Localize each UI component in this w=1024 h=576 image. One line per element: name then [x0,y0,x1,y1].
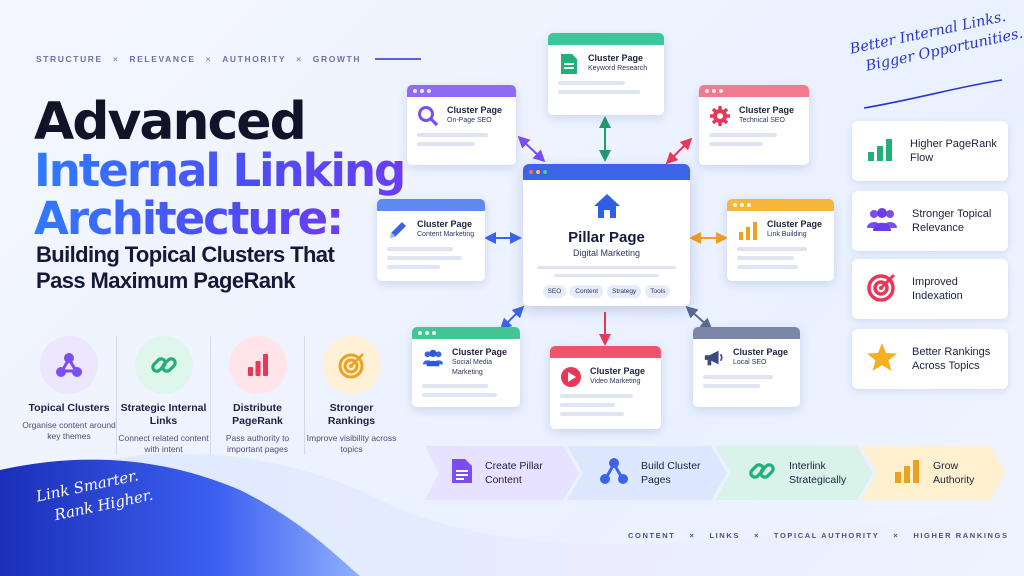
chip: Tools [645,285,671,298]
target-icon [866,272,898,307]
bar-chart-icon [737,219,759,241]
link-icon [747,456,777,491]
tagline-item: AUTHORITY [222,54,287,64]
feature-title: Strategic Internal Links [120,402,207,427]
tagline: STRUCTURE× RELEVANCE× AUTHORITY× GROWTH [36,54,422,64]
pillar-page-card: Pillar Page Digital Marketing SEO Conten… [523,164,690,306]
footer-tagline: CONTENT× LINKS× TOPICAL AUTHORITY× HIGHE… [628,531,1009,540]
gear-icon [709,105,731,127]
megaphone-icon [703,347,725,369]
bar-chart-icon [866,136,896,167]
search-icon [417,105,439,127]
pillar-chips: SEO Content Strategy Tools [523,285,690,298]
pillar-title: Pillar Page [568,229,645,246]
benefit-topical-relevance: Stronger Topical Relevance [852,191,1008,251]
users-icon [422,347,444,369]
benefit-text: Higher PageRank Flow [910,138,997,164]
process-steps: Create Pillar Content Build Cluster Page… [425,446,1005,500]
step-create-pillar: Create Pillar Content [425,446,557,500]
benefit-indexation: Improved Indexation [852,259,1008,319]
step-arrows [425,446,1005,500]
benefit-text: Improved Indexation [912,276,963,302]
feature-title: Stronger Rankings [327,402,376,427]
feature-desc: Organise content around key themes [22,420,116,441]
feature-desc: Pass authority to important pages [225,433,290,454]
step-build-clusters: Build Cluster Pages [573,446,711,500]
feature-desc: Connect related content with intent [118,433,209,454]
feature-title: Distribute PageRank [232,402,283,427]
background-wave [0,453,1024,576]
benefit-text: Stronger Topical Relevance [912,208,992,234]
feature-distribute-pagerank: Distribute PageRank Pass authority to im… [210,336,304,455]
step-text: Grow Authority [933,460,975,486]
step-interlink: Interlink Strategically [721,446,863,500]
star-icon [866,342,898,377]
document-icon [558,53,580,75]
pillar-subtitle: Digital Marketing [572,248,641,258]
benefit-rankings: Better Rankings Across Topics [852,329,1008,389]
bar-chart-icon [893,458,921,489]
link-icon [134,336,193,394]
title-line-1: Advanced [34,92,307,152]
title-line-3: Architecture: [34,192,344,245]
footer-item: CONTENT [628,531,676,540]
home-icon [523,192,690,225]
cluster-icon [40,336,98,394]
step-grow-authority: Grow Authority [867,446,993,500]
step-text: Create Pillar Content [485,460,543,486]
step-text: Interlink Strategically [789,460,847,486]
handwritten-underline [863,79,1003,109]
chip: Strategy [607,285,642,298]
users-icon [866,206,898,237]
footer-item: TOPICAL AUTHORITY [773,531,880,540]
subtitle: Building Topical Clusters That Pass Maxi… [36,242,335,293]
step-text: Build Cluster Pages [641,460,701,486]
tagline-item: RELEVANCE [129,54,196,64]
feature-desc: Improve visibility across topics [306,433,397,454]
tagline-item: STRUCTURE [36,54,103,64]
chip: SEO [542,285,567,298]
feature-stronger-rankings: Stronger Rankings Improve visibility acr… [304,336,398,455]
document-icon [451,458,473,489]
bar-chart-icon [228,336,287,394]
chip: Content [570,285,604,298]
title-line-2: Internal Linking [34,144,406,197]
feature-strategic-links: Strategic Internal Links Connect related… [116,336,210,455]
target-icon [322,336,381,394]
play-icon [560,366,582,388]
feature-list: Topical Clusters Organise content around… [22,336,398,455]
feature-topical-clusters: Topical Clusters Organise content around… [22,336,116,455]
tagline-item: GROWTH [312,54,362,64]
benefit-text: Better Rankings Across Topics [912,346,991,372]
cluster-icon [599,457,629,490]
feature-title: Topical Clusters [28,402,110,414]
benefit-pagerank-flow: Higher PageRank Flow [852,121,1008,181]
footer-item: HIGHER RANKINGS [913,531,1009,540]
pencil-icon [387,219,409,241]
tagline-underline [375,58,422,60]
footer-item: LINKS [709,531,740,540]
